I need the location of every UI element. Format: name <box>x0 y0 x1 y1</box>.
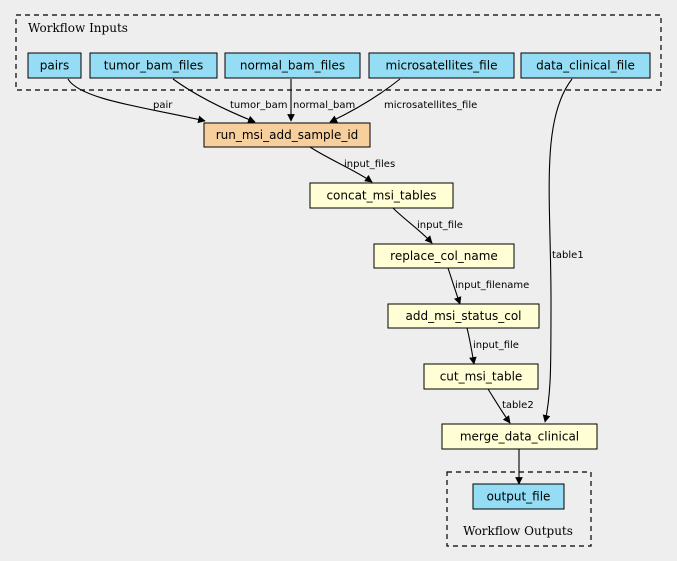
edge-label-table1: table1 <box>552 250 584 261</box>
node-label-output-file: output_file <box>487 490 551 504</box>
edge-concat-to-replace <box>392 207 433 244</box>
node-label-merge-data-clinical: merge_data_clinical <box>460 430 579 444</box>
node-replace-col-name[interactable]: replace_col_name <box>373 243 515 269</box>
node-label-microsatellites-file: microsatellites_file <box>386 59 498 73</box>
node-normal-bam-files[interactable]: normal_bam_files <box>224 52 361 79</box>
node-add-msi-status-col[interactable]: add_msi_status_col <box>387 303 540 329</box>
edge-label-input-filename: input_filename <box>455 280 529 291</box>
node-label-run-msi-add-sample-id: run_msi_add_sample_id <box>216 128 359 142</box>
edge-clinical-to-merge <box>542 78 573 423</box>
edge-label-input-file-1: input_file <box>417 220 463 231</box>
node-run-msi-add-sample-id[interactable]: run_msi_add_sample_id <box>203 122 371 148</box>
node-cut-msi-table[interactable]: cut_msi_table <box>423 363 539 390</box>
node-tumor-bam-files[interactable]: tumor_bam_files <box>89 52 218 79</box>
node-label-replace-col-name: replace_col_name <box>390 249 498 263</box>
node-output-file[interactable]: output_file <box>472 483 565 510</box>
workflow-inputs-label: Workflow Inputs <box>28 21 128 35</box>
node-concat-msi-tables[interactable]: concat_msi_tables <box>309 182 454 209</box>
edge-label-normal-bam: normal_bam <box>293 100 355 111</box>
edge-label-microsatellites-file: microsatellites_file <box>384 100 477 111</box>
node-label-concat-msi-tables: concat_msi_tables <box>326 189 436 203</box>
edge-label-pair: pair <box>153 100 173 111</box>
node-label-cut-msi-table: cut_msi_table <box>440 370 523 384</box>
node-label-pairs: pairs <box>40 59 70 73</box>
edge-pairs-to-run-msi <box>67 78 206 124</box>
node-microsatellites-file[interactable]: microsatellites_file <box>368 52 515 79</box>
edge-microsatellites-to-run-msi <box>329 78 401 123</box>
node-label-add-msi-status-col: add_msi_status_col <box>405 309 521 323</box>
workflow-inputs-cluster: Workflow Inputs <box>15 14 662 91</box>
edge-tumor-to-run-msi <box>172 78 256 124</box>
edge-replace-to-addmsi <box>447 267 462 305</box>
edge-cut-to-merge <box>487 388 511 424</box>
node-label-normal-bam-files: normal_bam_files <box>240 59 345 73</box>
node-merge-data-clinical[interactable]: merge_data_clinical <box>441 423 598 450</box>
edge-label-table2: table2 <box>502 400 534 411</box>
workflow-outputs-label: Workflow Outputs <box>463 524 573 538</box>
edge-run-msi-to-concat <box>309 146 373 183</box>
node-label-data-clinical-file: data_clinical_file <box>536 59 635 73</box>
edge-label-input-files: input_files <box>344 159 395 170</box>
edge-label-tumor-bam: tumor_bam <box>230 100 287 111</box>
node-data-clinical-file[interactable]: data_clinical_file <box>520 52 651 79</box>
node-label-tumor-bam-files: tumor_bam_files <box>104 59 203 73</box>
edge-label-input-file-2: input_file <box>473 340 519 351</box>
node-pairs[interactable]: pairs <box>27 52 82 79</box>
edge-addmsi-to-cut <box>466 327 477 365</box>
